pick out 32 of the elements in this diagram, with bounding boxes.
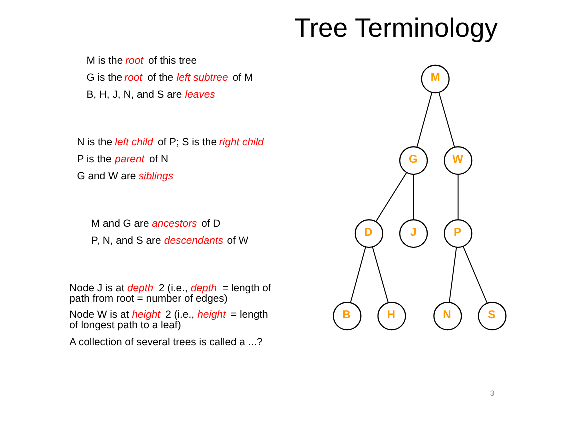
label: G is the root of the left subtree of M [86, 72, 253, 84]
label: Node W is at height 2 (i.e., height = length of longest path to a leaf) [69, 310, 268, 332]
node-circle: P [444, 219, 472, 248]
label: P, N, and S are descendants of W [90, 236, 248, 248]
node-circle: S [478, 302, 506, 331]
node-circle: N [433, 302, 462, 331]
connector [457, 174, 458, 220]
connector [438, 92, 455, 148]
label: P is the parent of N [76, 154, 168, 166]
label: G and W are siblings [76, 172, 174, 183]
node-circle: D [354, 219, 384, 248]
node-circle: J [398, 219, 428, 248]
label: Node J is at depth 2 (i.e., depth = length of path from root = number of edges) [69, 283, 271, 305]
connector [448, 247, 457, 303]
node-circle: G [398, 146, 428, 176]
connector [412, 174, 414, 220]
node-circle: H [377, 302, 406, 331]
label: 3 [490, 388, 494, 398]
node-circle: W [444, 146, 472, 176]
connector [462, 246, 488, 304]
connector [350, 246, 366, 304]
connector [416, 92, 432, 148]
label: B, H, J, N, and S are leaves [86, 90, 215, 102]
label: M and G are ancestors of D [90, 218, 220, 230]
node-circle: B [332, 302, 362, 331]
connector [372, 246, 388, 304]
diagram-title: Tree Terminology [294, 12, 498, 43]
node-circle: M [420, 64, 450, 94]
label: M is the root of this tree [86, 56, 197, 67]
label: N is the left child of P; S is the right child [76, 137, 264, 148]
connector [375, 172, 407, 222]
label: A collection of several trees is called a ...? [69, 337, 262, 348]
